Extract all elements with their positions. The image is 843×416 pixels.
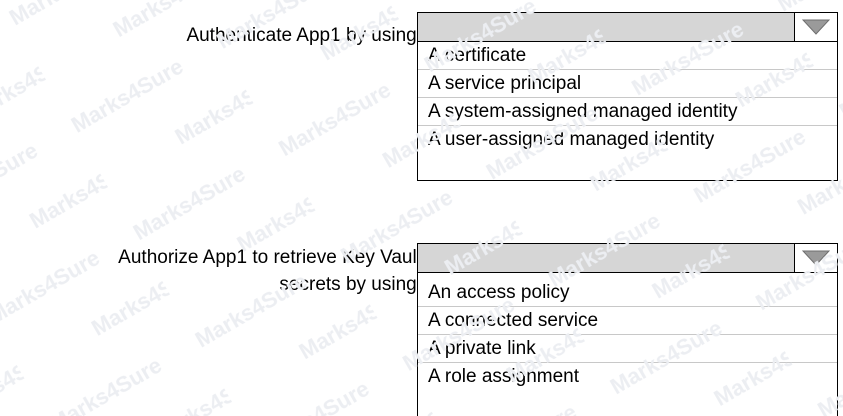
chevron-down-icon[interactable] [795, 244, 837, 272]
dropdown-1[interactable] [417, 12, 838, 42]
dropdown-1-option-3[interactable]: A system-assigned managed identity [418, 98, 837, 126]
dropdown-2-selected-value[interactable] [418, 244, 795, 272]
question-label-2: Authorize App1 to retrieve Key Vault sec… [118, 247, 422, 295]
dropdown-2[interactable] [417, 243, 838, 273]
dropdown-2-option-3[interactable]: A private link [418, 335, 837, 363]
dropdown-1-option-4[interactable]: A user-assigned managed identity [418, 126, 837, 153]
dropdown-1-option-2[interactable]: A service principal [418, 70, 837, 98]
dropdown-2-option-list[interactable]: An access policy A connected service A p… [417, 273, 838, 416]
question-label-1: Authenticate App1 by using: [186, 25, 422, 46]
dropdown-2-option-1[interactable]: An access policy [418, 273, 837, 307]
dropdown-1-selected-value[interactable] [418, 13, 795, 41]
dropdown-1-option-list[interactable]: A certificate A service principal A syst… [417, 42, 838, 181]
dropdown-2-option-2[interactable]: A connected service [418, 307, 837, 335]
chevron-down-icon[interactable] [795, 13, 837, 41]
dropdown-control-2: An access policy A connected service A p… [417, 243, 838, 416]
dropdown-1-option-1[interactable]: A certificate [418, 42, 837, 70]
dropdown-2-empty-space [418, 390, 837, 416]
dropdown-1-empty-space [418, 153, 837, 180]
dropdown-control-1: A certificate A service principal A syst… [417, 12, 838, 181]
dropdown-2-option-4[interactable]: A role assignment [418, 363, 837, 390]
